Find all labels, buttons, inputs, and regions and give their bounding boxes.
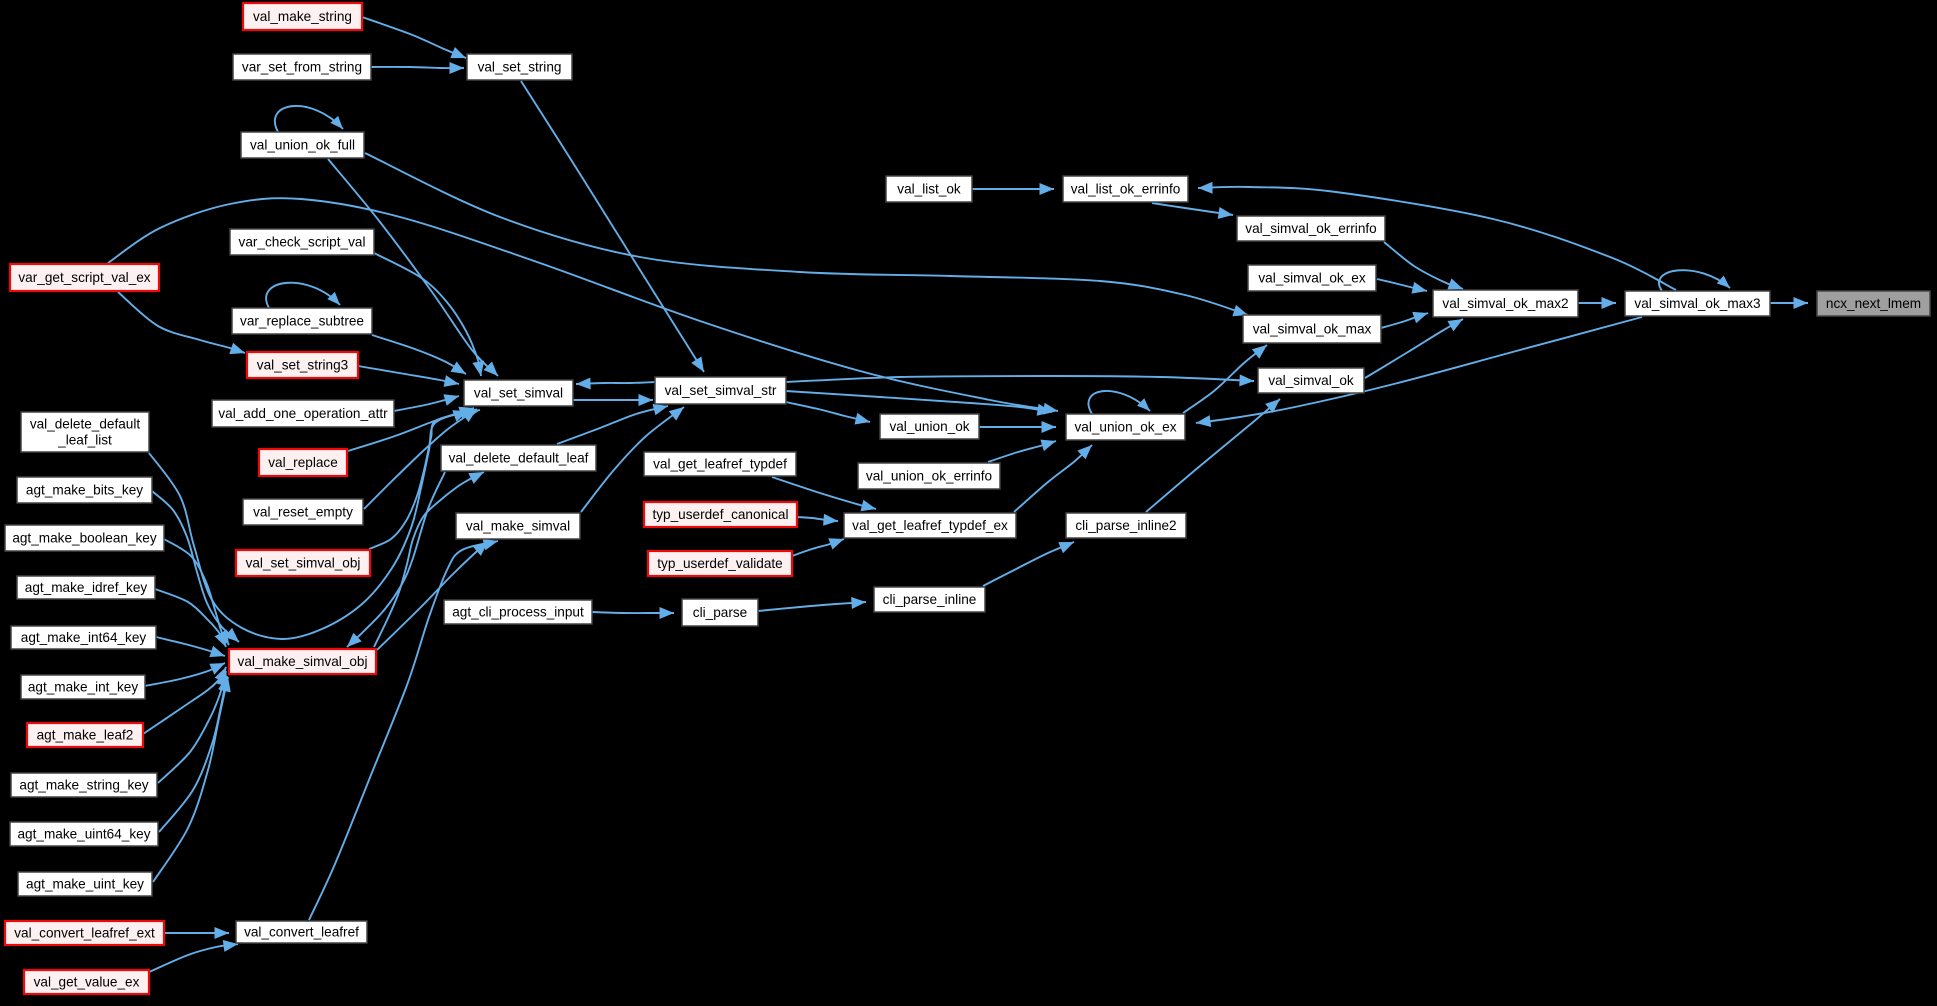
svg-text:val_convert_leafref: val_convert_leafref	[244, 925, 359, 940]
svg-text:agt_make_idref_key: agt_make_idref_key	[25, 580, 148, 595]
svg-text:agt_make_leaf2: agt_make_leaf2	[37, 728, 134, 743]
svg-text:val_list_ok_errinfo: val_list_ok_errinfo	[1071, 182, 1181, 197]
svg-text:val_set_simval_obj: val_set_simval_obj	[246, 556, 361, 571]
svg-text:val_union_ok_errinfo: val_union_ok_errinfo	[866, 469, 992, 484]
svg-text:cli_parse_inline2: cli_parse_inline2	[1075, 518, 1176, 533]
svg-text:val_union_ok_full: val_union_ok_full	[250, 138, 355, 153]
svg-text:val_union_ok: val_union_ok	[889, 419, 969, 434]
svg-text:val_simval_ok_max2: val_simval_ok_max2	[1442, 296, 1568, 311]
svg-text:val_union_ok_ex: val_union_ok_ex	[1074, 420, 1176, 435]
svg-text:agt_make_int_key: agt_make_int_key	[28, 680, 139, 695]
svg-text:cli_parse_inline: cli_parse_inline	[883, 592, 977, 607]
svg-text:val_replace: val_replace	[268, 455, 338, 470]
svg-text:agt_make_boolean_key: agt_make_boolean_key	[12, 531, 157, 546]
svg-text:val_simval_ok_max3: val_simval_ok_max3	[1634, 296, 1760, 311]
svg-text:typ_userdef_validate: typ_userdef_validate	[657, 556, 782, 571]
svg-text:val_make_simval: val_make_simval	[466, 519, 570, 534]
svg-text:agt_make_int64_key: agt_make_int64_key	[21, 630, 147, 645]
svg-text:var_set_from_string: var_set_from_string	[242, 60, 362, 75]
svg-text:val_simval_ok_ex: val_simval_ok_ex	[1258, 271, 1365, 286]
svg-text:ncx_next_lmem: ncx_next_lmem	[1826, 296, 1921, 311]
svg-text:agt_make_bits_key: agt_make_bits_key	[26, 483, 143, 498]
svg-text:val_simval_ok_max: val_simval_ok_max	[1253, 322, 1372, 337]
svg-text:val_simval_ok: val_simval_ok	[1268, 373, 1354, 388]
svg-text:typ_userdef_canonical: typ_userdef_canonical	[652, 507, 788, 522]
svg-text:val_add_one_operation_attr: val_add_one_operation_attr	[218, 406, 388, 421]
svg-text:agt_make_uint_key: agt_make_uint_key	[26, 877, 144, 892]
svg-text:var_get_script_val_ex: var_get_script_val_ex	[18, 270, 150, 285]
svg-text:val_get_leafref_typdef_ex: val_get_leafref_typdef_ex	[852, 518, 1008, 533]
svg-text:val_make_simval_obj: val_make_simval_obj	[238, 654, 368, 669]
svg-text:val_set_simval_str: val_set_simval_str	[665, 383, 777, 398]
svg-text:val_set_simval: val_set_simval	[474, 386, 563, 401]
svg-text:agt_make_string_key: agt_make_string_key	[19, 778, 148, 793]
svg-text:_leaf_list: _leaf_list	[57, 433, 112, 448]
svg-text:val_get_leafref_typdef: val_get_leafref_typdef	[653, 457, 787, 472]
svg-text:val_reset_empty: val_reset_empty	[253, 505, 353, 520]
svg-text:val_list_ok: val_list_ok	[897, 182, 961, 197]
svg-text:val_get_value_ex: val_get_value_ex	[34, 975, 140, 990]
svg-text:val_set_string3: val_set_string3	[257, 358, 348, 373]
svg-text:cli_parse: cli_parse	[693, 605, 747, 620]
svg-text:val_make_string: val_make_string	[253, 9, 352, 24]
svg-text:var_check_script_val: var_check_script_val	[239, 235, 366, 250]
svg-text:val_delete_default_leaf: val_delete_default_leaf	[449, 451, 589, 466]
svg-text:agt_cli_process_input: agt_cli_process_input	[452, 605, 584, 620]
svg-text:agt_make_uint64_key: agt_make_uint64_key	[17, 827, 150, 842]
svg-text:var_replace_subtree: var_replace_subtree	[240, 314, 364, 329]
svg-text:val_delete_default: val_delete_default	[30, 417, 141, 432]
svg-text:val_convert_leafref_ext: val_convert_leafref_ext	[14, 926, 155, 941]
svg-text:val_simval_ok_errinfo: val_simval_ok_errinfo	[1245, 221, 1376, 236]
svg-text:val_set_string: val_set_string	[478, 60, 562, 75]
